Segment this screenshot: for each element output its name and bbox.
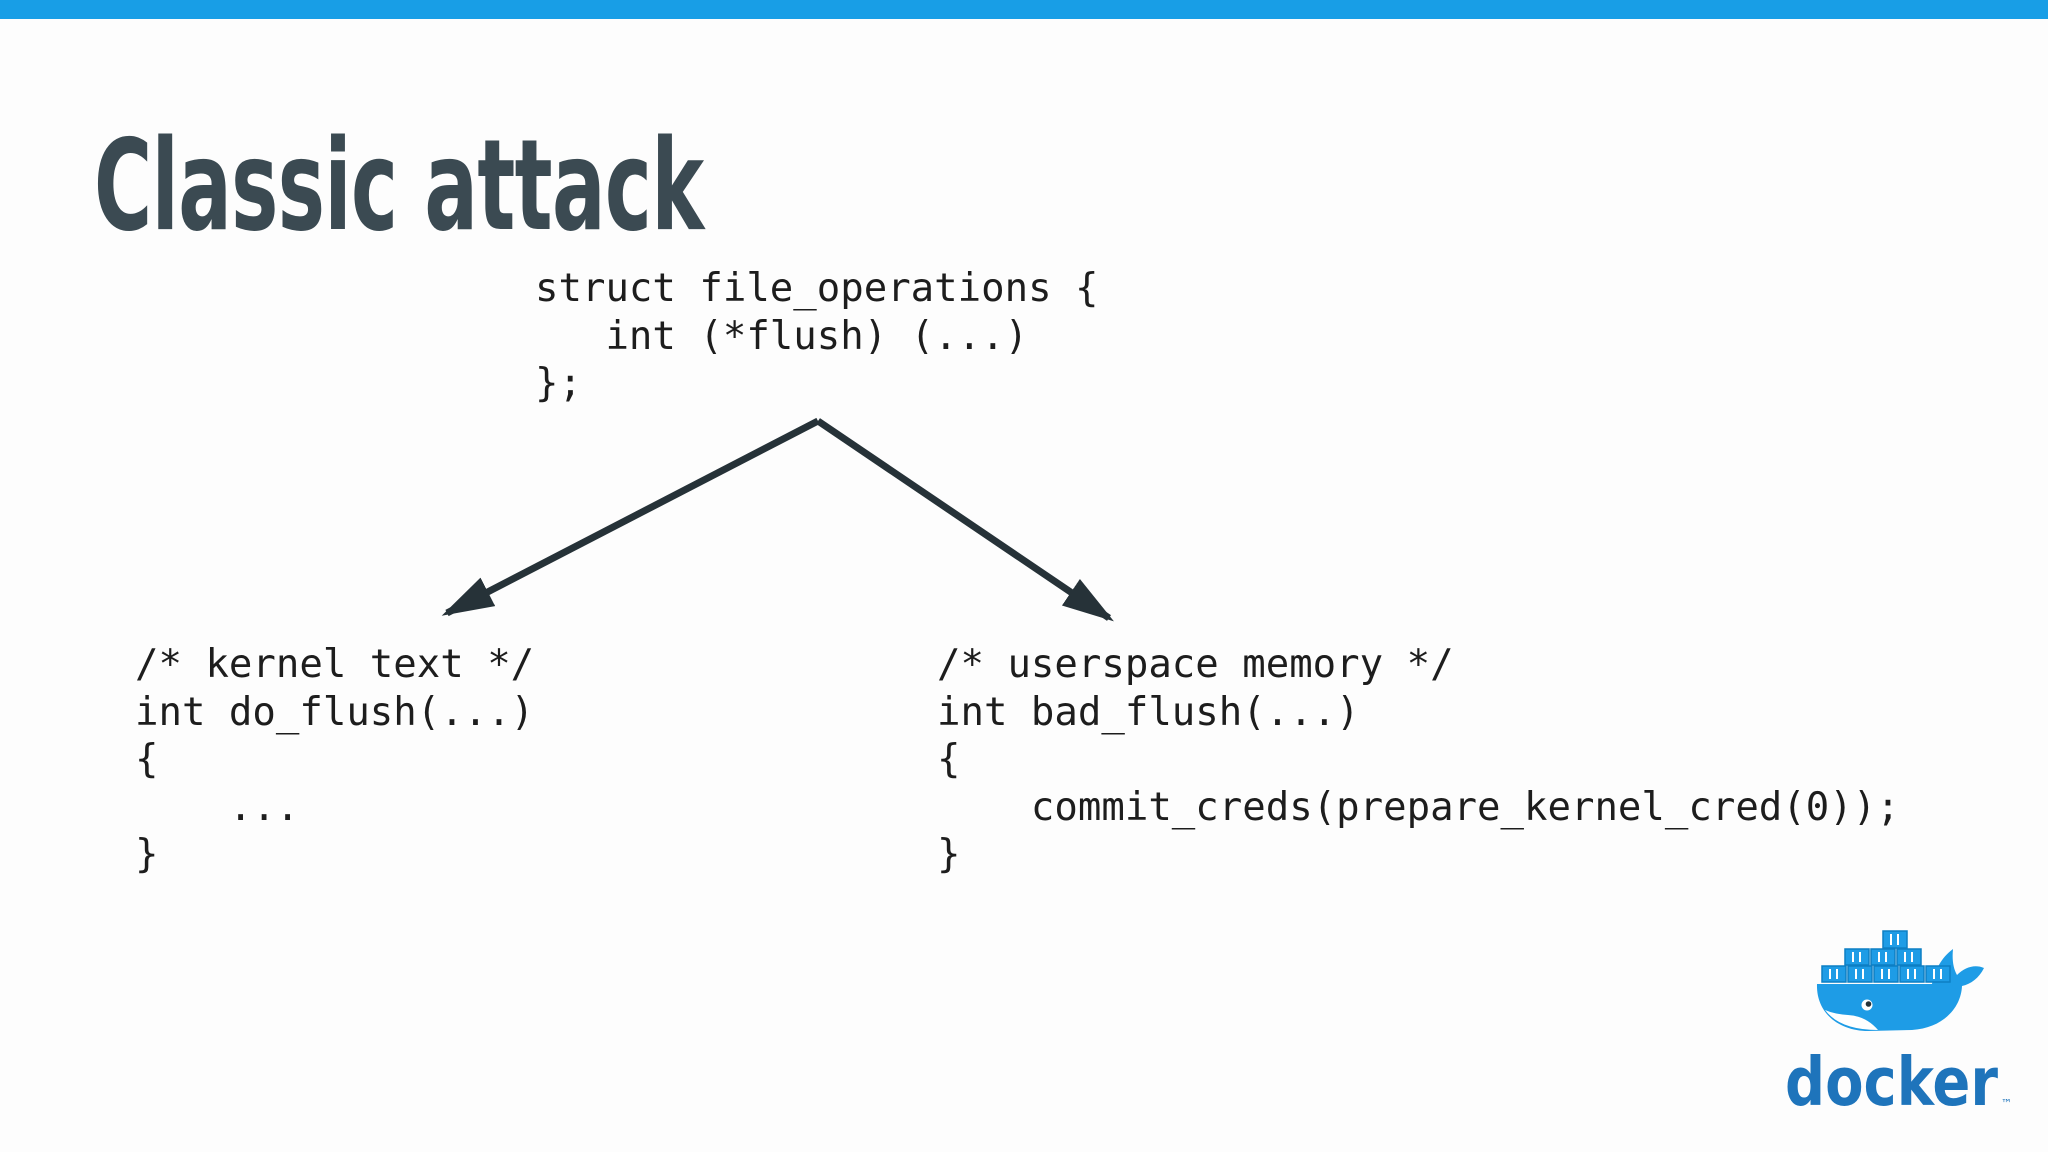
docker-wordmark: docker: [1785, 1043, 1998, 1118]
docker-whale-icon: [1816, 930, 1984, 1031]
docker-logo: docker ™: [1770, 918, 2020, 1121]
code-block-kernel-text: /* kernel text */ int do_flush(...) { ..…: [135, 642, 535, 877]
arrow-to-kernel-text: [441, 417, 820, 617]
arrow-to-userspace-memory: [816, 418, 1114, 622]
code-block-file-operations: struct file_operations { int (*flush) (.…: [535, 266, 1099, 406]
code-block-userspace-memory: /* userspace memory */ int bad_flush(...…: [937, 642, 1900, 877]
docker-trademark: ™: [2001, 1097, 2012, 1110]
slide-title: Classic attack: [94, 112, 704, 259]
top-accent-bar: [0, 0, 2048, 19]
